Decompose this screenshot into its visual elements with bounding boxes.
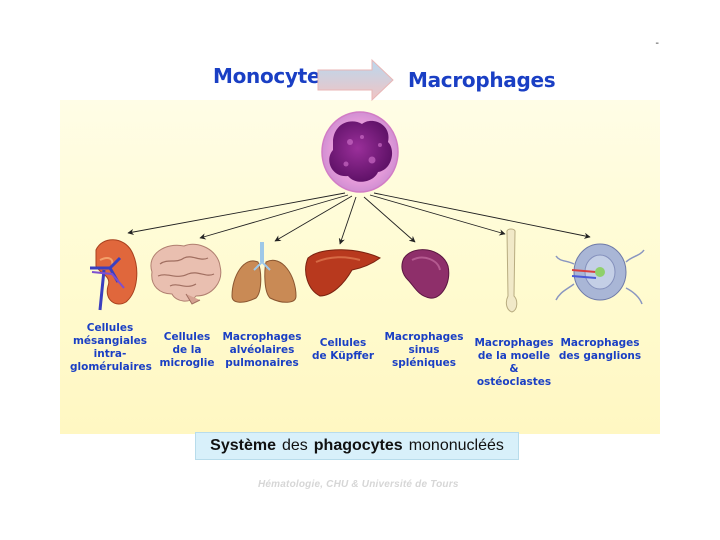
differentiation-arrows [127, 192, 591, 245]
label-liver: Cellules de Küpffer [311, 337, 375, 362]
arrow-to-bone [369, 194, 506, 236]
arrow-to-spleen [363, 196, 416, 243]
title-word-des: des [281, 437, 308, 454]
label-kidney: Cellules mésangiales intra- glomérulaire… [70, 322, 152, 373]
arrow-to-lungs [274, 195, 353, 242]
label-lymph-node: Macrophages des ganglions [558, 337, 642, 362]
label-lungs: Macrophages alvéolaires pulmonaires [222, 331, 302, 369]
spleen-icon [401, 249, 450, 299]
brain-icon [150, 243, 222, 305]
bone-icon [505, 228, 518, 313]
arrow-to-kidney [127, 192, 346, 236]
label-brain: Cellules de la microglie [159, 331, 215, 369]
liver-icon [305, 249, 381, 297]
title-word-mononuclees: mononucléés [408, 437, 504, 454]
title-word-systeme: Système [210, 437, 276, 454]
arrow-to-liver [338, 196, 357, 245]
arrow-to-lymph-node [373, 192, 591, 239]
footer-credit: Hématologie, CHU & Université de Tours [258, 479, 459, 490]
lymph-node-icon [555, 243, 645, 305]
macrophages-heading: Macrophages [408, 68, 556, 92]
lungs-icon [231, 242, 297, 303]
kidney-icon [90, 239, 138, 311]
title-word-phagocytes: phagocytes [313, 437, 403, 454]
corner-mark: - [655, 38, 659, 49]
monocyte-cell-icon [321, 111, 399, 193]
arrow-to-brain [199, 194, 349, 240]
system-title: Système des phagocytes mononucléés [195, 432, 519, 460]
label-bone: Macrophages de la moelle & ostéoclastes [474, 337, 554, 388]
monocytes-heading: Monocytes [213, 64, 332, 88]
label-spleen: Macrophages sinus spléniques [384, 331, 464, 369]
transition-arrow-icon [317, 58, 394, 102]
